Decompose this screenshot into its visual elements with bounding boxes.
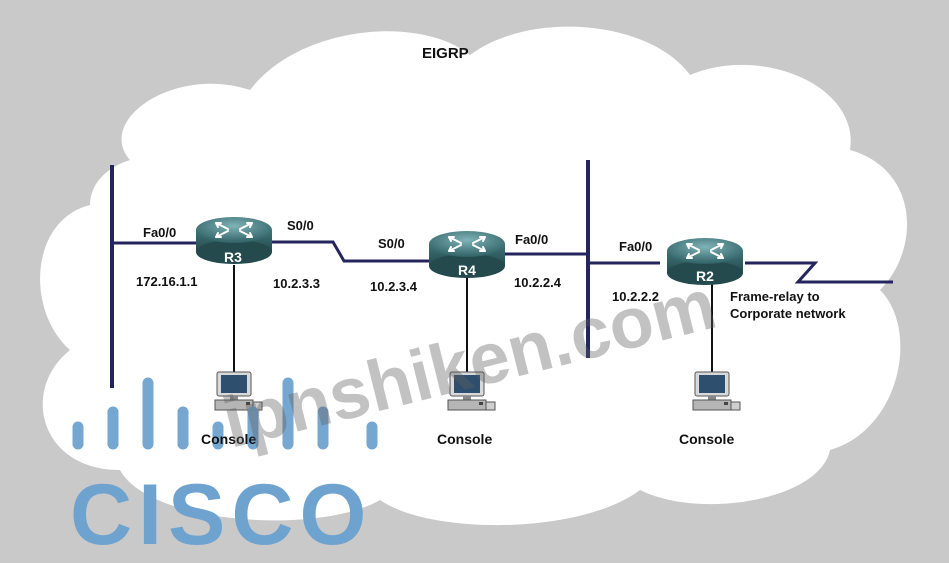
frame-relay-label: Frame-relay to Corporate network bbox=[730, 288, 846, 322]
r3-serial-ip-label: 10.2.3.3 bbox=[273, 276, 320, 291]
router-r4-label: R4 bbox=[458, 262, 476, 278]
router-r3-label: R3 bbox=[224, 249, 242, 265]
serial-link-r3-r4 bbox=[270, 240, 430, 263]
r3-fa-interface-label: Fa0/0 bbox=[143, 225, 177, 240]
console-label-r3: Console bbox=[201, 431, 257, 447]
frame-relay-link bbox=[745, 261, 893, 284]
r4-fa-interface-label: Fa0/0 bbox=[515, 232, 549, 247]
r4-fa-ip-label: 10.2.2.4 bbox=[514, 275, 561, 290]
cisco-logo-bars bbox=[72, 377, 378, 450]
r4-serial-ip-label: 10.2.3.4 bbox=[370, 279, 417, 294]
diagram-title: EIGRP bbox=[422, 45, 469, 62]
console-label-r2: Console bbox=[679, 431, 735, 447]
r2-fa-ip-label: 10.2.2.2 bbox=[612, 289, 659, 304]
cisco-logo-text: CISCO bbox=[70, 467, 373, 563]
frame-relay-label-line2: Corporate network bbox=[730, 306, 846, 321]
network-diagram bbox=[40, 26, 908, 526]
router-r2-label: R2 bbox=[696, 268, 714, 284]
frame-relay-label-line1: Frame-relay to bbox=[730, 289, 820, 304]
r2-fa-interface-label: Fa0/0 bbox=[619, 239, 653, 254]
r3-fa-ip-label: 172.16.1.1 bbox=[136, 274, 198, 289]
r3-serial-interface-label: S0/0 bbox=[287, 218, 314, 233]
r4-serial-interface-label: S0/0 bbox=[378, 236, 405, 251]
console-label-r4: Console bbox=[437, 431, 493, 447]
